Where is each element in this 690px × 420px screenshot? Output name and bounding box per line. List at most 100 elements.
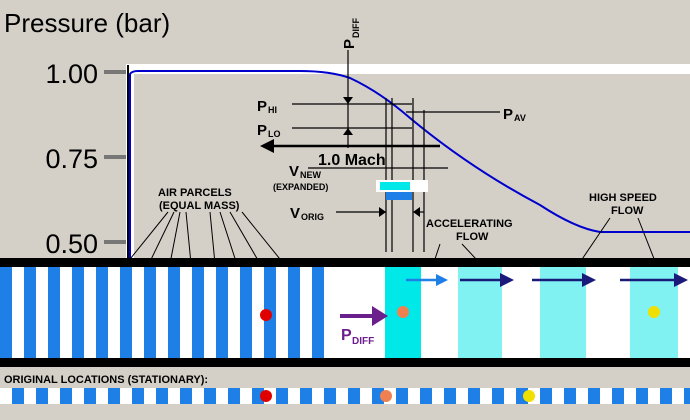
p-av-label-main: P xyxy=(503,106,513,123)
arrowhead xyxy=(343,97,353,104)
air-parcel-stripes xyxy=(0,267,678,358)
high-speed-flow-label: FLOW xyxy=(611,205,644,217)
original-parcel xyxy=(386,192,412,200)
air-parcel-stripe xyxy=(72,267,84,358)
air-parcels-label: AIR PARCELS xyxy=(158,187,232,199)
y-axis: 1.00 0.75 0.50 xyxy=(45,59,129,259)
original-location-block xyxy=(180,388,192,404)
v-orig-label-main: V xyxy=(290,205,300,222)
original-location-block xyxy=(444,388,456,404)
pdiff-tube-main: P xyxy=(341,327,352,344)
y-tick-label: 1.00 xyxy=(45,59,98,89)
original-location-block xyxy=(372,388,384,404)
high-speed-label: HIGH SPEED xyxy=(589,192,657,204)
y-tick-label: 0.75 xyxy=(45,144,98,174)
original-location-block xyxy=(564,388,576,404)
original-location-block xyxy=(348,388,360,404)
original-location-block xyxy=(612,388,624,404)
tube-top-wall xyxy=(0,258,690,267)
tube-bottom-wall xyxy=(0,358,690,367)
graph-highlight-top xyxy=(126,64,690,74)
original-location-block xyxy=(636,388,648,404)
accelerating-flow-label: FLOW xyxy=(456,231,489,243)
original-location-block xyxy=(396,388,408,404)
mach-arrowhead xyxy=(260,139,274,153)
original-location-block xyxy=(252,388,264,404)
pdiff-top-main: P xyxy=(341,39,358,49)
original-location-block xyxy=(420,388,432,404)
p-lo-label-sub: LO xyxy=(268,129,281,139)
flow-arrowhead xyxy=(674,273,688,287)
original-location-block xyxy=(132,388,144,404)
air-parcel-stripe xyxy=(144,267,156,358)
v-new-label-sub: NEW xyxy=(300,170,322,180)
pdiff-top-label: P DIFF xyxy=(341,18,361,49)
pdiff-arrowhead xyxy=(372,306,388,326)
original-location-block xyxy=(684,388,690,404)
p-hi-label-sub: HI xyxy=(268,105,277,115)
original-location-block xyxy=(12,388,24,404)
original-location-block xyxy=(156,388,168,404)
p-hi-label-main: P xyxy=(257,98,267,115)
air-parcel-stripe xyxy=(288,267,300,358)
original-location-block xyxy=(204,388,216,404)
original-location-block xyxy=(300,388,312,404)
strip-background xyxy=(0,388,690,404)
p-av-label-sub: AV xyxy=(514,113,526,123)
original-location-block xyxy=(660,388,672,404)
flow-arrows xyxy=(406,273,688,287)
equal-mass-label: (EQUAL MASS) xyxy=(159,200,240,212)
arrowhead xyxy=(413,207,420,217)
v-orig-label-sub: ORIG xyxy=(301,212,324,222)
original-location-block xyxy=(324,388,336,404)
pressure-curve xyxy=(129,70,690,260)
accelerating-label: ACCELERATING xyxy=(426,218,513,230)
original-locations-blocks xyxy=(12,388,690,404)
original-location-block xyxy=(540,388,552,404)
yellow-marker-dot xyxy=(648,306,660,318)
flow-arrowhead xyxy=(436,274,448,286)
graph-title: Pressure (bar) xyxy=(4,8,170,38)
air-parcel-stripe xyxy=(192,267,204,358)
original-location-block xyxy=(84,388,96,404)
mach-label: 1.0 Mach xyxy=(318,152,386,169)
original-locations-label: ORIGINAL LOCATIONS (STATIONARY): xyxy=(4,374,208,386)
original-locations-strip: ORIGINAL LOCATIONS (STATIONARY): xyxy=(0,374,690,404)
red-original-dot xyxy=(260,390,272,402)
original-location-block xyxy=(36,388,48,404)
air-parcel-stripe xyxy=(240,267,252,358)
flow-arrowhead xyxy=(582,273,596,287)
orange-marker-dot xyxy=(397,306,409,318)
expanded-label: (EXPANDED) xyxy=(273,182,328,192)
pdiff-tube-sub: DIFF xyxy=(352,336,374,347)
v-new-label-main: V xyxy=(289,163,299,180)
pressure-graph: Pressure (bar) 1.00 0.75 0.50 xyxy=(4,8,690,275)
flow-arrowhead xyxy=(500,273,514,287)
air-parcel-stripe xyxy=(24,267,36,358)
arrowhead xyxy=(379,207,386,217)
original-location-block xyxy=(228,388,240,404)
orange-original-dot xyxy=(380,390,392,402)
red-marker-dot xyxy=(260,309,272,321)
p-lo-label-main: P xyxy=(257,122,267,139)
accelerating-parcel-stripe xyxy=(458,267,502,358)
air-parcel-stripe xyxy=(0,267,12,358)
expanded-parcel xyxy=(380,182,410,190)
original-location-block xyxy=(468,388,480,404)
air-parcel-stripe xyxy=(168,267,180,358)
arrowhead xyxy=(343,128,353,135)
y-tick-label: 0.50 xyxy=(45,229,98,259)
air-parcel-stripe xyxy=(120,267,132,358)
pdiff-top-sub: DIFF xyxy=(351,18,361,38)
flow-tube: P DIFF xyxy=(0,258,690,367)
air-parcel-stripe xyxy=(216,267,228,358)
air-parcel-stripe xyxy=(96,267,108,358)
original-location-block xyxy=(492,388,504,404)
air-parcel-stripe xyxy=(312,267,324,358)
air-parcel-stripe xyxy=(48,267,60,358)
original-location-block xyxy=(588,388,600,404)
original-location-block xyxy=(108,388,120,404)
original-location-block xyxy=(276,388,288,404)
